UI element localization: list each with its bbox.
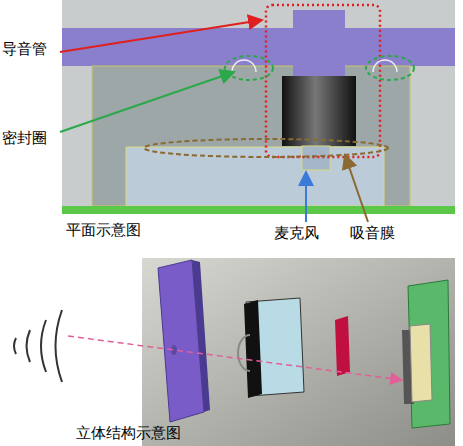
part-label: 平面示意图 — [66, 221, 141, 239]
housing-bg — [62, 0, 455, 214]
sound-tube-band — [62, 28, 455, 66]
part-label: 麦克风 — [274, 224, 319, 242]
membrane-slab — [335, 316, 350, 376]
base-plate — [62, 206, 455, 214]
part-label: 吸音膜 — [350, 224, 395, 242]
mic-block — [410, 324, 432, 402]
seal-ring-mark — [225, 56, 273, 80]
leader-line — [305, 172, 307, 222]
microphone — [302, 146, 330, 170]
membrane-mark — [144, 139, 388, 157]
sound-path — [68, 336, 402, 380]
housing-block — [92, 66, 410, 206]
leader-line — [60, 72, 234, 132]
part-label: 导音管 — [2, 40, 47, 58]
part-label: 密封圈 — [2, 129, 47, 147]
mic-housing — [282, 76, 356, 146]
board-slab — [408, 280, 450, 428]
sound-tube-vertical — [293, 10, 345, 78]
seal-ring-mark — [366, 56, 414, 80]
leader-line — [345, 155, 368, 222]
leader-line — [60, 20, 262, 52]
highlight-box — [266, 5, 380, 157]
part-label: 立体结构示意图 — [76, 424, 181, 442]
